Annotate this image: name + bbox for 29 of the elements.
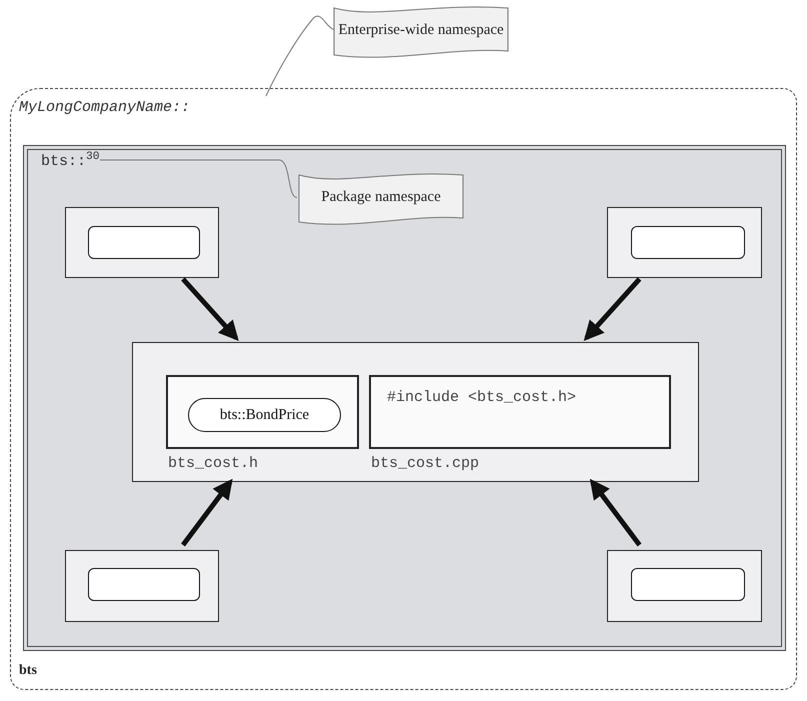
rounded-box [88, 568, 200, 601]
class-name: bts::BondPrice [220, 406, 310, 425]
class-pill [188, 398, 341, 432]
component-box [607, 550, 762, 622]
component-box [607, 207, 762, 278]
arrow [584, 277, 642, 341]
rounded-box [88, 226, 200, 259]
leader-line [100, 160, 298, 198]
callout-text: Enterprise-wide namespace [338, 21, 504, 40]
rounded-box [631, 568, 745, 601]
rounded-box [631, 226, 745, 259]
arrow [590, 478, 642, 546]
component-box [65, 550, 219, 622]
package-box [23, 145, 786, 651]
namespace-label: MyLongCompanyName:: [19, 98, 190, 118]
file-name: bts_cost.h [168, 454, 258, 474]
namespace-boundary [10, 88, 797, 690]
callout-flag [333, 5, 509, 60]
callout-text: Package namespace [321, 188, 441, 208]
component-box [65, 207, 219, 278]
file-name: bts_cost.cpp [371, 454, 480, 474]
arrow [181, 277, 239, 341]
leader-line [266, 16, 334, 96]
arrow [181, 478, 233, 546]
callout-flag [298, 172, 464, 227]
namespace-label: bts::$^{30}$ [41, 151, 100, 172]
package-label: bts [19, 662, 37, 680]
code-text: #include <bts_cost.h> [387, 388, 576, 408]
component-box [132, 342, 699, 482]
